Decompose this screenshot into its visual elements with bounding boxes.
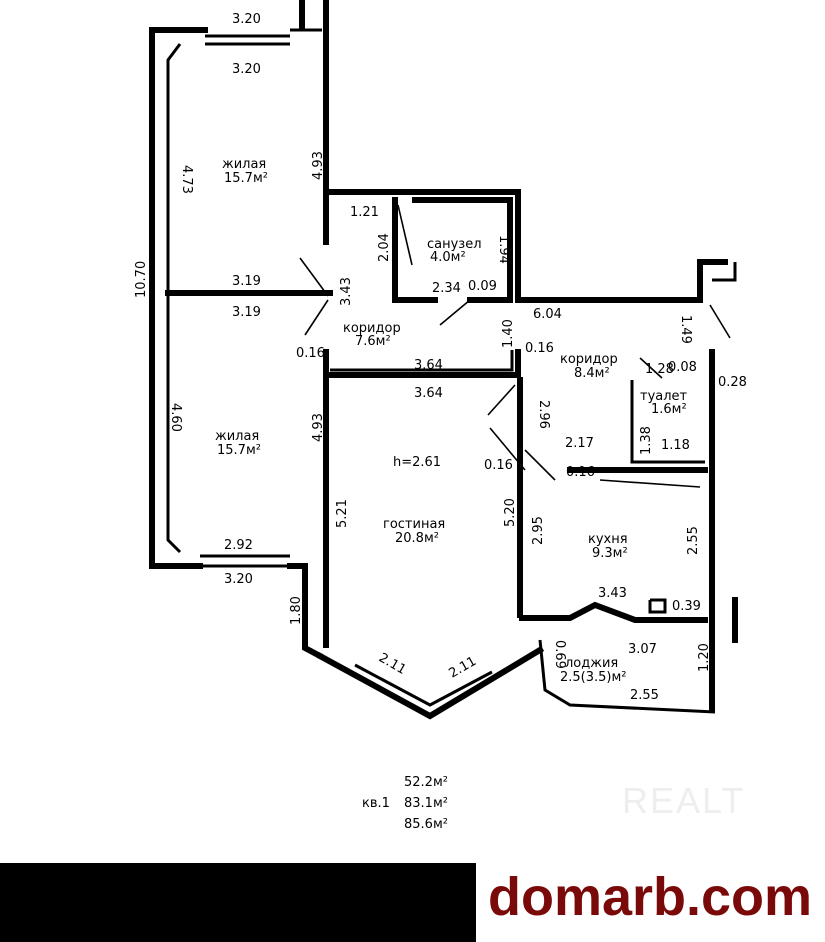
room-name: лоджия (565, 656, 618, 671)
dimension: 3.64 (414, 386, 443, 401)
dimension: 3.43 (339, 277, 354, 306)
dimension: 0.16 (566, 465, 595, 480)
dimension: 2.96 (536, 400, 551, 429)
door-swings (299, 257, 731, 481)
dimension: 3.20 (232, 12, 261, 27)
dimension: 3.20 (224, 572, 253, 587)
summary-area: 52.2м² (404, 775, 448, 790)
dimension: 1.38 (639, 426, 654, 455)
dimension: 2.55 (686, 526, 701, 555)
dimension: 1.28 (645, 362, 674, 377)
dimension: 0.16 (484, 458, 513, 473)
dimension: 2.95 (531, 516, 546, 545)
dimension: 2.55 (630, 688, 659, 703)
room-area: 8.4м² (574, 366, 610, 381)
room-area: 2.5(3.5)м² (560, 670, 627, 685)
dimension: 4.73 (179, 165, 194, 194)
dimension: 2.17 (565, 436, 594, 451)
dimension: 0.28 (718, 375, 747, 390)
dimension: 1.21 (350, 205, 379, 220)
dimension: 1.20 (697, 643, 712, 672)
dimension: 3.43 (598, 586, 627, 601)
dimension: 4.60 (168, 403, 183, 432)
dimension: 1.80 (289, 596, 304, 625)
dimension: 4.93 (311, 413, 326, 442)
room-name: кухня (588, 532, 628, 547)
room-name: коридор (560, 352, 618, 367)
dimension: 0.16 (296, 346, 325, 361)
room-area: 15.7м² (224, 171, 268, 186)
dimension: 1.49 (678, 315, 693, 344)
room-labels: жилая 15.7м² жилая 15.7м² санузел 4.0м² … (215, 157, 688, 685)
room-area: 20.8м² (395, 531, 439, 546)
dimension: 0.08 (668, 360, 697, 375)
dimension: 2.11 (376, 650, 409, 677)
dimension: 3.19 (232, 305, 261, 320)
dimension: 1.94 (496, 235, 511, 264)
summary-area: 83.1м² (404, 796, 448, 811)
room-area: 9.3м² (592, 546, 628, 561)
room-area: 1.6м² (651, 402, 687, 417)
black-bar (0, 863, 476, 942)
room-name: санузел (427, 237, 482, 252)
walls (149, 0, 738, 720)
dimension: 5.21 (335, 499, 350, 528)
summary-label: кв.1 (362, 796, 390, 811)
area-summary: 52.2м² кв.1 83.1м² 85.6м² (362, 775, 448, 832)
room-area: 7.6м² (355, 334, 391, 349)
room-name: жилая (215, 429, 259, 444)
dimension: 2.92 (224, 538, 253, 553)
dimension: 10.70 (134, 261, 149, 298)
ceiling-height: h=2.61 (393, 455, 441, 470)
dimension: 0.16 (525, 341, 554, 356)
room-name: гостиная (383, 517, 445, 532)
dimension: 1.18 (661, 438, 690, 453)
dimension: 2.04 (377, 233, 392, 262)
dimension: 3.07 (628, 642, 657, 657)
dimension: 4.93 (311, 151, 326, 180)
dimension: 0.39 (672, 599, 701, 614)
room-name: коридор (343, 321, 401, 336)
dimension: 6.04 (533, 307, 562, 322)
dimension: 0.69 (552, 640, 567, 669)
dimension: 1.40 (501, 319, 516, 348)
dimension: 0.09 (468, 279, 497, 294)
brand-logo: domarb.com (488, 867, 813, 927)
room-area: 4.0м² (430, 250, 466, 265)
dimension: 5.20 (503, 498, 518, 527)
dimension: 2.34 (432, 281, 461, 296)
summary-area: 85.6м² (404, 817, 448, 832)
dimension-labels: 3.20 3.20 4.73 4.93 10.70 3.19 3.19 3.43… (134, 12, 747, 703)
room-name: туалет (640, 389, 688, 404)
dimension: 3.19 (232, 274, 261, 289)
dimension: 2.11 (447, 654, 480, 681)
realt-watermark: REALT (622, 780, 746, 821)
room-area: 15.7м² (217, 443, 261, 458)
dimension: 3.20 (232, 62, 261, 77)
room-name: жилая (222, 157, 266, 172)
dimension: 3.64 (414, 358, 443, 373)
